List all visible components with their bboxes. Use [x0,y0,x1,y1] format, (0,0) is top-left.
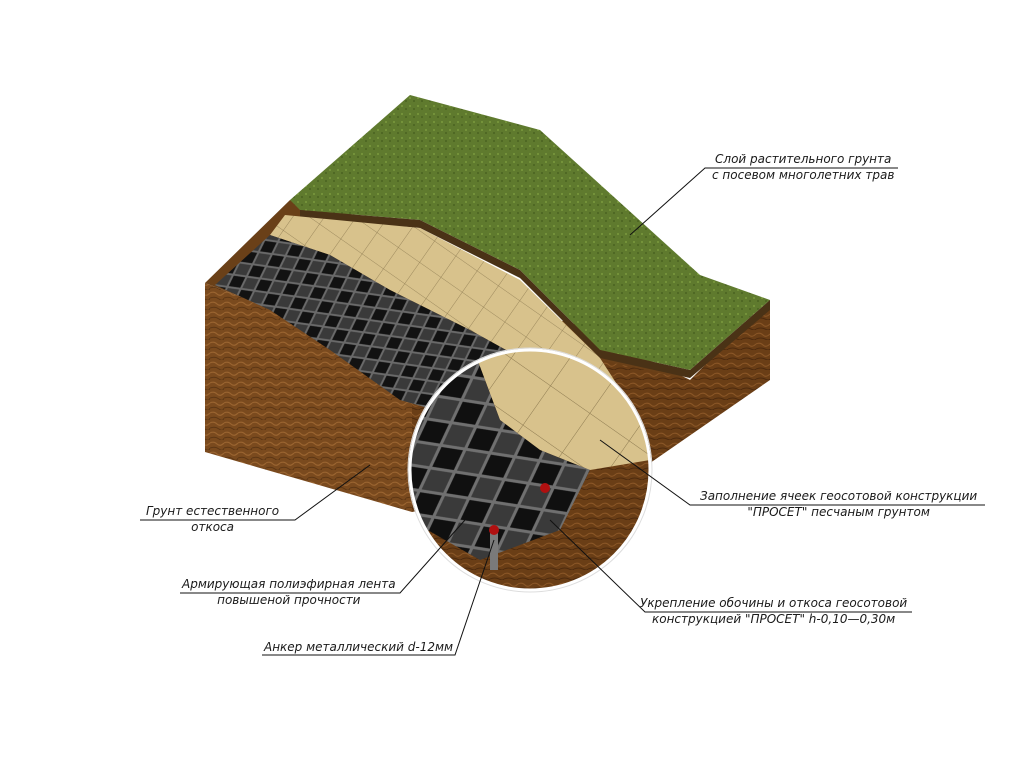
leader-polyester-tape [180,519,466,594]
leader-natural-soil [140,464,371,521]
anchor-head [489,525,499,535]
label-natural-soil-line1: Грунт естественного [146,504,280,518]
soil-left-face [205,283,412,512]
label-anchor-line1: Анкер металлический d-12мм [264,640,454,654]
leader-topsoil [629,167,898,236]
label-fill: Заполнение ячеек геосотовой конструкции … [700,488,977,520]
leader-reinforcement [549,519,912,613]
label-polyester-tape-line1: Армирующая полиэфирная лента [182,577,396,591]
label-natural-soil: Грунт естественного откоса [146,503,279,535]
label-topsoil-line1: Слой растительного грунта [715,152,892,166]
label-polyester-tape: Армирующая полиэфирная лента повышеной п… [182,576,396,608]
label-fill-line1: Заполнение ячеек геосотовой конструкции [700,489,978,503]
label-anchor: Анкер металлический d-12мм [264,639,453,655]
leader-fill [599,439,985,506]
anchor-rod [490,530,498,570]
label-topsoil: Слой растительного грунта с посевом мног… [712,151,894,183]
grass-layer [290,95,770,370]
label-reinforcement: Укрепление обочины и откоса геосотовой к… [640,595,907,627]
label-natural-soil-line2: откоса [191,520,234,534]
leader-anchor [262,539,495,656]
label-reinforcement-line1: Укрепление обочины и откоса геосотовой [640,596,908,610]
magnifier-ring [408,348,652,592]
label-reinforcement-line2: конструкцией "ПРОСЕТ" h-0,10—0,30м [652,612,896,626]
label-polyester-tape-line2: повышеной прочности [217,593,361,607]
label-topsoil-line2: с посевом многолетних трав [712,168,895,182]
label-fill-line2: "ПРОСЕТ" песчаным грунтом [747,505,930,519]
